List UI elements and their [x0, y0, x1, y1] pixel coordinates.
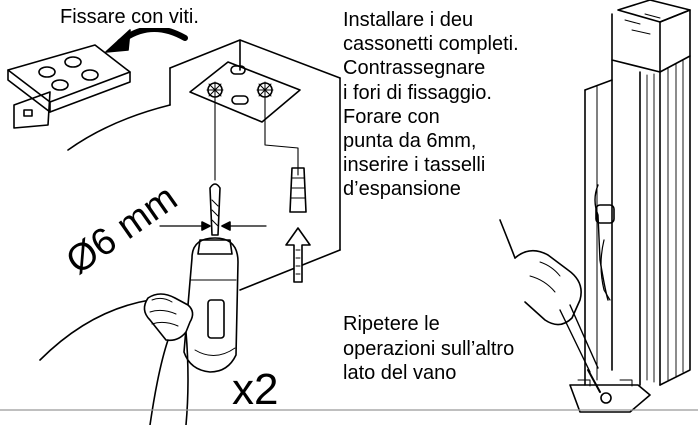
marking-lines [214, 96, 299, 181]
up-arrow [285, 227, 311, 283]
ceiling-bracket [189, 61, 301, 123]
wall-plug [289, 167, 307, 213]
installation-steps: Installare i deu cassonetti completi. Co… [343, 9, 519, 201]
hand [143, 293, 194, 425]
wall-corner [39, 39, 341, 361]
repeat-instruction: Ripetere le operazioni sull’altro lato d… [343, 313, 515, 384]
drill-bit [159, 183, 267, 236]
top-caption: Fissare con viti. [58, 6, 201, 28]
bracket-detail [7, 44, 131, 129]
installer-hand [499, 219, 601, 393]
power-drill [183, 237, 239, 373]
window-unit [569, 0, 691, 413]
multiplier-label: x2 [232, 365, 279, 414]
curved-arrow [105, 25, 188, 53]
